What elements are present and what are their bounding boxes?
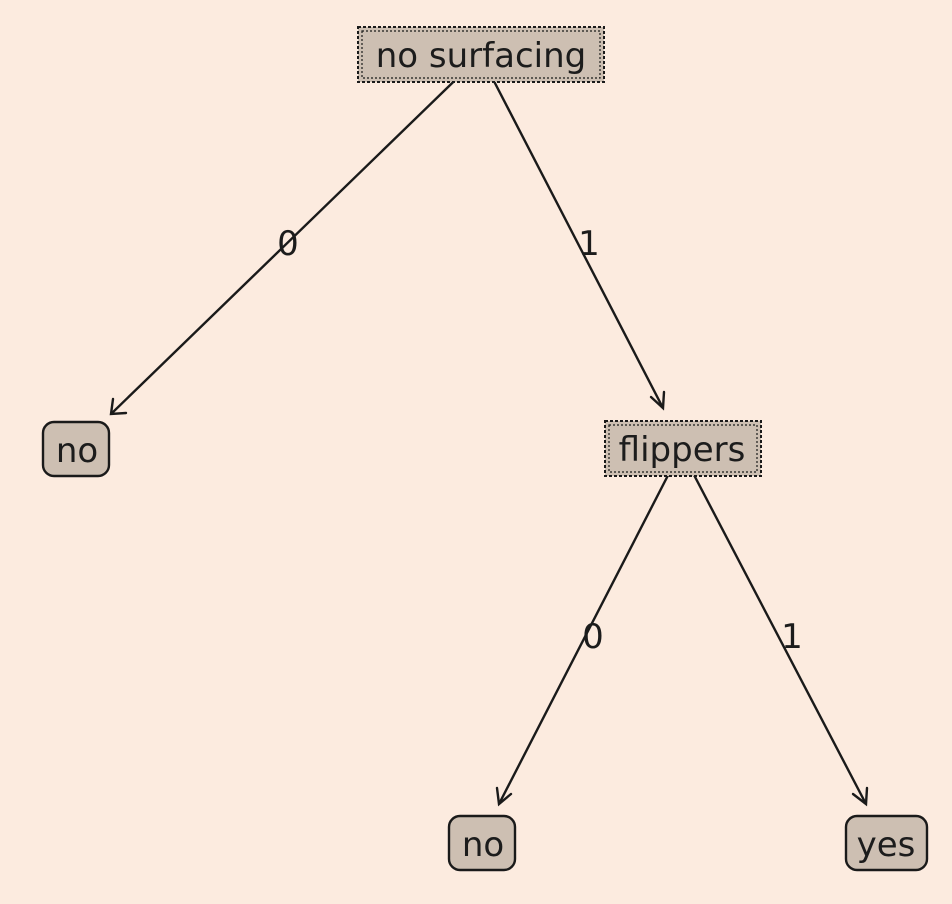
edge-root-to-leaf-left <box>109 57 479 416</box>
node-flippers-label: flippers <box>619 430 746 470</box>
edge-flippers-to-leaf-right <box>680 451 869 807</box>
node-leaf-right-label: yes <box>857 825 916 865</box>
node-leaf-left: no <box>41 420 111 478</box>
node-root: no surfacing <box>357 26 605 83</box>
edge-flippers-to-leaf-mid <box>495 451 682 807</box>
node-flippers: flippers <box>604 420 762 477</box>
node-leaf-mid: no <box>447 814 517 872</box>
edge-label-flippers-right: 1 <box>781 617 803 657</box>
node-leaf-mid-label: no <box>462 825 504 865</box>
edge-label-root-right: 1 <box>578 224 600 264</box>
edge-label-flippers-left: 0 <box>582 617 604 657</box>
edge-root-to-flippers <box>480 57 666 411</box>
edge-label-root-left: 0 <box>277 224 299 264</box>
node-leaf-left-label: no <box>56 431 98 471</box>
node-root-label: no surfacing <box>376 36 586 76</box>
node-leaf-right: yes <box>844 814 929 872</box>
